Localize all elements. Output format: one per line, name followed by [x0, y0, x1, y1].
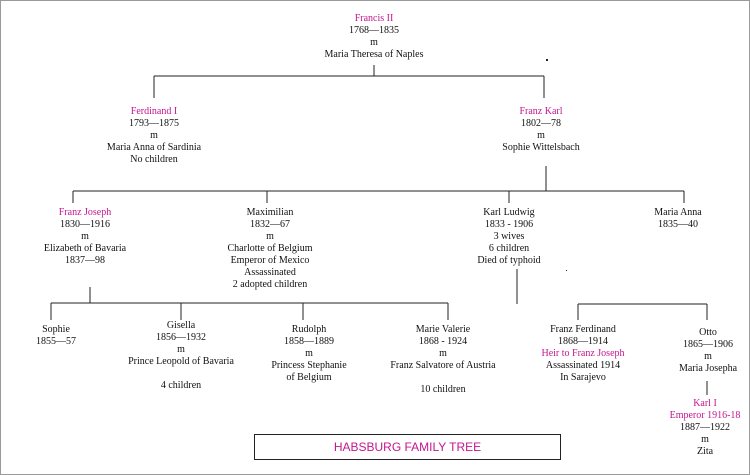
spouse-name: Sophie Wittelsbach	[502, 142, 580, 153]
diagram-title: HABSBURG FAMILY TREE	[333, 440, 482, 454]
node-name: Franz Joseph	[58, 207, 112, 218]
stray-mark	[546, 59, 548, 61]
spouse-name: Maria Theresa of Naples	[324, 49, 424, 60]
node-name: Franz Ferdinand	[550, 324, 616, 335]
node-name: Ferdinand I	[130, 106, 178, 117]
node-francis-ii: Francis II 1768—1835 m Maria Theresa of …	[325, 13, 424, 61]
node-name: Maria Anna	[654, 207, 702, 218]
node-name: Otto	[699, 327, 717, 338]
node-note: 2 adopted children	[232, 279, 308, 290]
married-marker: m	[439, 348, 447, 359]
node-name: Karl Ludwig	[483, 207, 535, 218]
node-dates: 1793—1875	[128, 118, 179, 129]
node-name: Francis II	[354, 13, 394, 24]
spouse-name: Zita	[696, 446, 714, 457]
node-name: Marie Valerie	[415, 324, 471, 335]
node-franz-joseph: Franz Joseph 1830—1916 m Elizabeth of Ba…	[44, 207, 126, 267]
node-dates: 1868—1914	[557, 336, 608, 347]
spouse-dates: 1837—98	[65, 255, 105, 266]
node-name: Karl I	[693, 398, 717, 409]
spouse-name: Prince Leopold of Bavaria	[128, 356, 234, 367]
node-dates: 1865—1906	[682, 339, 733, 350]
married-marker: m	[177, 344, 185, 355]
node-gisella: Gisella 1856—1932 m Prince Leopold of Ba…	[128, 320, 234, 392]
node-note: Assassinated	[244, 267, 296, 278]
spouse-name: Franz Salvatore of Austria	[390, 360, 496, 371]
node-dates: 1830—1916	[60, 219, 110, 230]
node-marie-valerie: Marie Valerie 1868 - 1924 m Franz Salvat…	[390, 324, 495, 396]
node-note: Assassinated 1914	[545, 360, 621, 371]
spouse-name: Charlotte of Belgium	[227, 243, 313, 254]
node-maximilian: Maximilian 1832—67 m Charlotte of Belgiu…	[228, 207, 313, 291]
spouse-name: Maria Josepha	[678, 363, 738, 374]
stray-mark	[566, 270, 567, 271]
married-marker: m	[704, 351, 712, 362]
node-note: Died of typhoid	[477, 255, 541, 266]
node-dates: 1858—1889	[283, 336, 334, 347]
node-franz-ferdinand: Franz Ferdinand 1868—1914 Heir to Franz …	[541, 324, 624, 384]
node-ferdinand-i: Ferdinand I 1793—1875 m Maria Anna of Sa…	[107, 106, 201, 166]
spacer	[390, 372, 495, 384]
node-note: 3 wives	[493, 231, 525, 242]
node-note: Emperor of Mexico	[230, 255, 310, 266]
node-name: Gisella	[166, 320, 196, 331]
node-dates: 1768—1835	[348, 25, 399, 36]
diagram-title-box: HABSBURG FAMILY TREE	[254, 434, 561, 460]
node-dates: 1835—40	[658, 219, 698, 230]
spacer	[128, 368, 234, 380]
node-name: Rudolph	[291, 324, 327, 335]
node-dates: 1833 - 1906	[484, 219, 534, 230]
node-note: No children	[130, 154, 178, 165]
node-name: Franz Karl	[519, 106, 563, 117]
married-marker: m	[701, 434, 709, 445]
spouse-name-cont: of Belgium	[286, 372, 332, 383]
married-marker: m	[81, 231, 89, 242]
node-title: Emperor 1916-18	[669, 410, 741, 421]
node-karl-ludwig: Karl Ludwig 1833 - 1906 3 wives 6 childr…	[477, 207, 540, 267]
node-karl-i: Karl I Emperor 1916-18 1887—1922 m Zita	[670, 398, 741, 458]
married-marker: m	[305, 348, 313, 359]
node-name: Maximilian	[246, 207, 294, 218]
node-note: 6 children	[488, 243, 530, 254]
spouse-name: Elizabeth of Bavaria	[43, 243, 127, 254]
node-otto: Otto 1865—1906 m Maria Josepha	[679, 327, 737, 375]
node-name: Sophie	[42, 324, 70, 335]
node-maria-anna: Maria Anna 1835—40	[654, 207, 702, 231]
node-note: In Sarajevo	[560, 372, 606, 383]
node-dates: 1887—1922	[679, 422, 730, 433]
node-dates: 1802—78	[521, 118, 561, 129]
spouse-name: Maria Anna of Sardinia	[106, 142, 202, 153]
node-note: 10 children	[420, 384, 466, 395]
node-sophie: Sophie 1855—57	[36, 324, 76, 348]
node-dates: 1856—1932	[155, 332, 206, 343]
node-title: Heir to Franz Joseph	[541, 348, 625, 359]
node-franz-karl: Franz Karl 1802—78 m Sophie Wittelsbach	[502, 106, 579, 154]
node-dates: 1832—67	[250, 219, 290, 230]
married-marker: m	[266, 231, 274, 242]
node-note: 4 children	[160, 380, 202, 391]
married-marker: m	[150, 130, 158, 141]
spouse-name: Princess Stephanie	[271, 360, 347, 371]
married-marker: m	[537, 130, 545, 141]
node-rudolph: Rudolph 1858—1889 m Princess Stephanie o…	[271, 324, 346, 384]
node-dates: 1868 - 1924	[418, 336, 468, 347]
married-marker: m	[370, 37, 378, 48]
node-dates: 1855—57	[36, 336, 76, 347]
